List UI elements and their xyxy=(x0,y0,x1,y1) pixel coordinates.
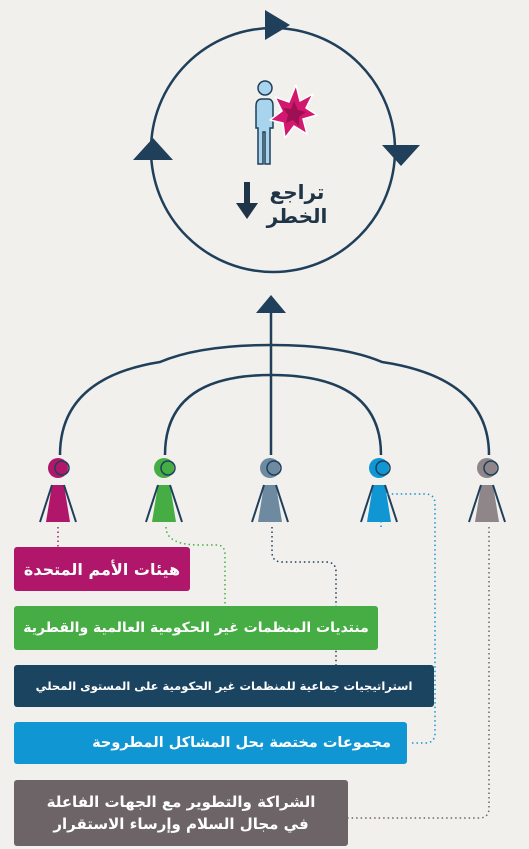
person-specialized-groups xyxy=(360,458,398,523)
branch-lines xyxy=(58,343,491,456)
label-local-ngo-text: استراتيجيات جماعية للمنظمات غير الحكومية… xyxy=(35,679,413,693)
label-specialized-groups: مجموعات مختصة بحل المشاكل المطروحة xyxy=(14,722,407,764)
label-peace-partners-line2: في مجال السلام وإرساء الاستقرار xyxy=(53,815,309,833)
person-un-agencies xyxy=(39,458,77,523)
label-ngo-forums-text: منتديات المنظمات غير الحكومية العالمية و… xyxy=(23,620,369,636)
risk-reduction-label: تراجع الخطر xyxy=(262,180,332,228)
cycle-arrow-top xyxy=(265,10,290,40)
connector-local-ngo xyxy=(271,527,337,665)
person-local-ngo xyxy=(251,458,289,523)
connector-specialized xyxy=(380,493,436,744)
label-ngo-forums: منتديات المنظمات غير الحكومية العالمية و… xyxy=(14,606,378,650)
label-un-agencies: هيئات الأمم المتحدة xyxy=(14,547,190,591)
cycle-arrow-left xyxy=(133,138,173,160)
label-local-ngo: استراتيجيات جماعية للمنظمات غير الحكومية… xyxy=(14,665,434,707)
risk-reduction-line2: الخطر xyxy=(266,204,328,228)
impacted-person-icon xyxy=(255,80,318,165)
cycle-arrow-right xyxy=(382,145,420,166)
person-peace-partners xyxy=(468,458,506,523)
label-specialized-groups-text: مجموعات مختصة بحل المشاكل المطروحة xyxy=(92,735,391,751)
person-ngo-forums xyxy=(145,458,183,523)
cycle-circle xyxy=(149,26,397,274)
label-peace-partners: الشراكة والتطوير مع الجهات الفاعلة في مج… xyxy=(14,780,348,846)
label-un-agencies-text: هيئات الأمم المتحدة xyxy=(23,559,181,579)
trunk-arrow-icon xyxy=(256,295,286,313)
down-arrow-icon xyxy=(236,182,258,219)
connector-ngo-forums xyxy=(165,526,226,608)
risk-reduction-line1: تراجع xyxy=(269,180,325,204)
connector-peace xyxy=(348,527,490,819)
label-peace-partners-line1: الشراكة والتطوير مع الجهات الفاعلة xyxy=(46,793,316,811)
